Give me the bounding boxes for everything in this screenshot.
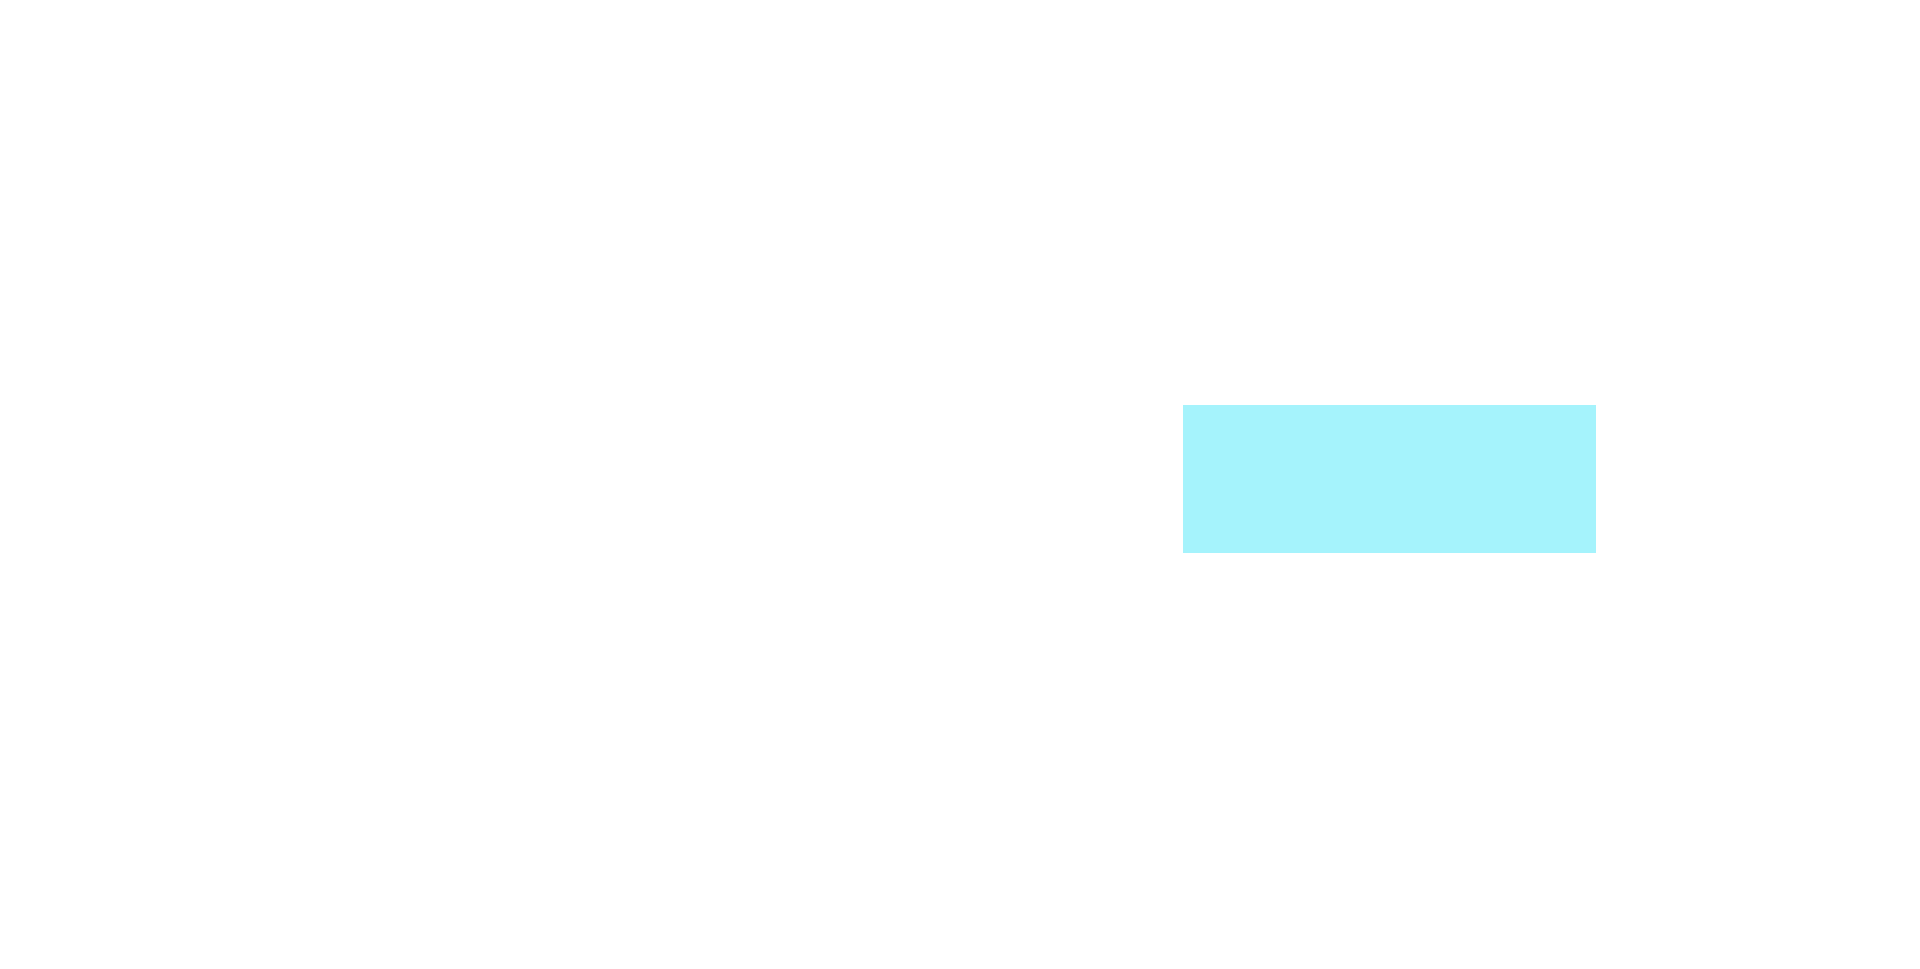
cyan-highlight-rectangle	[1183, 405, 1596, 553]
